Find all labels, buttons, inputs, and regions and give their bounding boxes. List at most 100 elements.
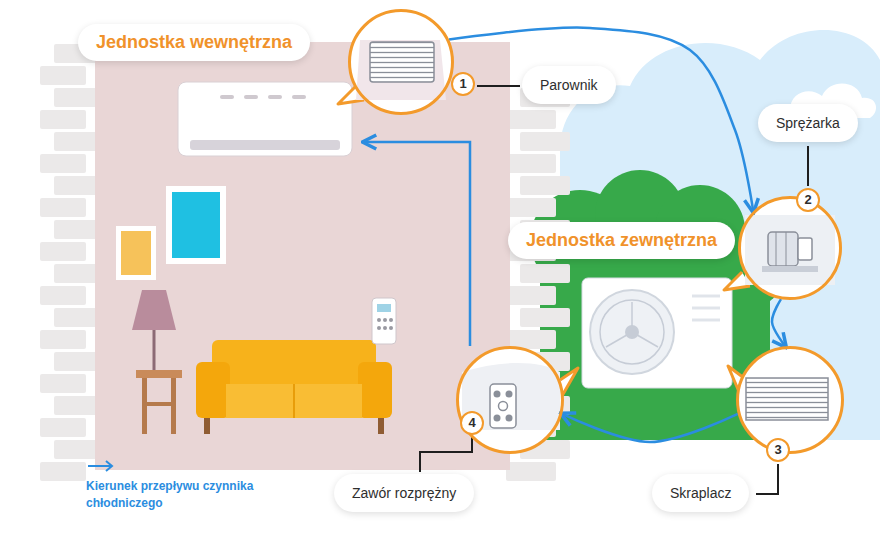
- callout-number: 1: [451, 72, 475, 96]
- art-part: [212, 340, 376, 390]
- art-part: [190, 140, 340, 150]
- art-part: [40, 198, 86, 217]
- art-part: [692, 295, 720, 298]
- refrigerant-flow-arrow: [562, 414, 738, 442]
- art-part: [506, 198, 556, 217]
- art-part: [798, 238, 812, 260]
- art-part: [520, 308, 570, 327]
- part-label: Sprężarka: [776, 115, 840, 131]
- label-box: Parownik: [522, 66, 616, 104]
- refrigerant-flow-arrow: [364, 142, 470, 346]
- indoor-unit: [178, 82, 352, 156]
- component-lens: 4: [456, 346, 564, 454]
- art-part: [499, 402, 508, 411]
- art-part: [383, 318, 387, 322]
- art-part: [490, 384, 516, 428]
- label-box: Skraplacz: [652, 474, 749, 512]
- art-part: [378, 418, 384, 434]
- picture: [172, 192, 220, 258]
- art-part: [40, 462, 86, 481]
- art-part: [244, 95, 258, 99]
- art-part: [220, 95, 234, 99]
- lens-ground: [737, 347, 843, 453]
- art-part: [54, 176, 100, 195]
- art-part: [196, 362, 230, 418]
- component-lens: 2: [738, 196, 842, 300]
- art-part: [204, 418, 210, 434]
- art-part: [54, 132, 100, 151]
- compressor-detail: [745, 215, 835, 285]
- legend-item: Kierunek przepływu czynnika chłodniczego: [86, 458, 256, 513]
- part-label: Skraplacz: [670, 485, 731, 501]
- art-part: [40, 418, 86, 437]
- art-part: [506, 391, 513, 398]
- art-part: [590, 290, 674, 374]
- art-part: [389, 318, 393, 322]
- art-part: [692, 307, 720, 310]
- room-wall: [95, 42, 510, 470]
- art-part: [477, 85, 520, 87]
- art-part: [54, 396, 100, 415]
- lens-ground: [739, 197, 841, 299]
- outdoor-unit: [582, 278, 732, 388]
- art-part: [692, 296, 720, 320]
- art-part: [268, 95, 282, 99]
- art-part: [40, 374, 86, 393]
- legend: Kierunek przepływu czynnika chłodniczego: [86, 458, 256, 513]
- art-part: [600, 300, 664, 364]
- art-part: [506, 415, 513, 422]
- art-part: [600, 300, 664, 364]
- art-part: [520, 132, 570, 151]
- art-part: [786, 232, 787, 266]
- art-part: [506, 462, 556, 481]
- legend-arrow-sample: [86, 460, 116, 472]
- picture-frame: [116, 226, 156, 280]
- component-lens: 3: [736, 346, 844, 454]
- art-part: [540, 240, 770, 440]
- label-box: Zawór rozprężny: [334, 474, 474, 512]
- art-part: [358, 362, 392, 418]
- art-part: [293, 384, 295, 418]
- art-part: [807, 146, 809, 186]
- art-part: [292, 95, 306, 99]
- callout-number: 3: [766, 438, 790, 462]
- art-part: [494, 415, 501, 422]
- art-part: [383, 326, 387, 330]
- art-part: [142, 402, 176, 406]
- art-part: [377, 318, 381, 322]
- art-part: [226, 384, 362, 418]
- art-part: [40, 110, 86, 129]
- side-table: [136, 370, 182, 434]
- refrigerant-flow-arrow: [772, 299, 785, 346]
- art-part: [506, 286, 556, 305]
- art-part: [356, 40, 446, 100]
- remote-control: [372, 298, 396, 344]
- picture-frame: [166, 186, 226, 264]
- art-part: [377, 318, 393, 330]
- art-part: [40, 242, 86, 261]
- picture: [121, 231, 151, 275]
- art-part: [54, 264, 100, 283]
- art-part: [54, 88, 100, 107]
- art-part: [370, 42, 434, 82]
- art-part: [377, 304, 391, 312]
- evaporator-detail: [356, 40, 446, 100]
- floor-lamp: [132, 290, 176, 372]
- art-part: [506, 154, 556, 173]
- art-part: [582, 278, 732, 388]
- callout-number: 2: [796, 188, 820, 212]
- label-box: Sprężarka: [758, 104, 858, 142]
- art-part: [625, 325, 639, 339]
- arrow-sample: [88, 461, 112, 471]
- art-part: [692, 319, 720, 322]
- art-part: [132, 290, 176, 330]
- art-part: [745, 215, 835, 285]
- art-part: [54, 440, 100, 459]
- art-part: [776, 232, 777, 266]
- art-part: [506, 110, 556, 129]
- art-part: [40, 66, 86, 85]
